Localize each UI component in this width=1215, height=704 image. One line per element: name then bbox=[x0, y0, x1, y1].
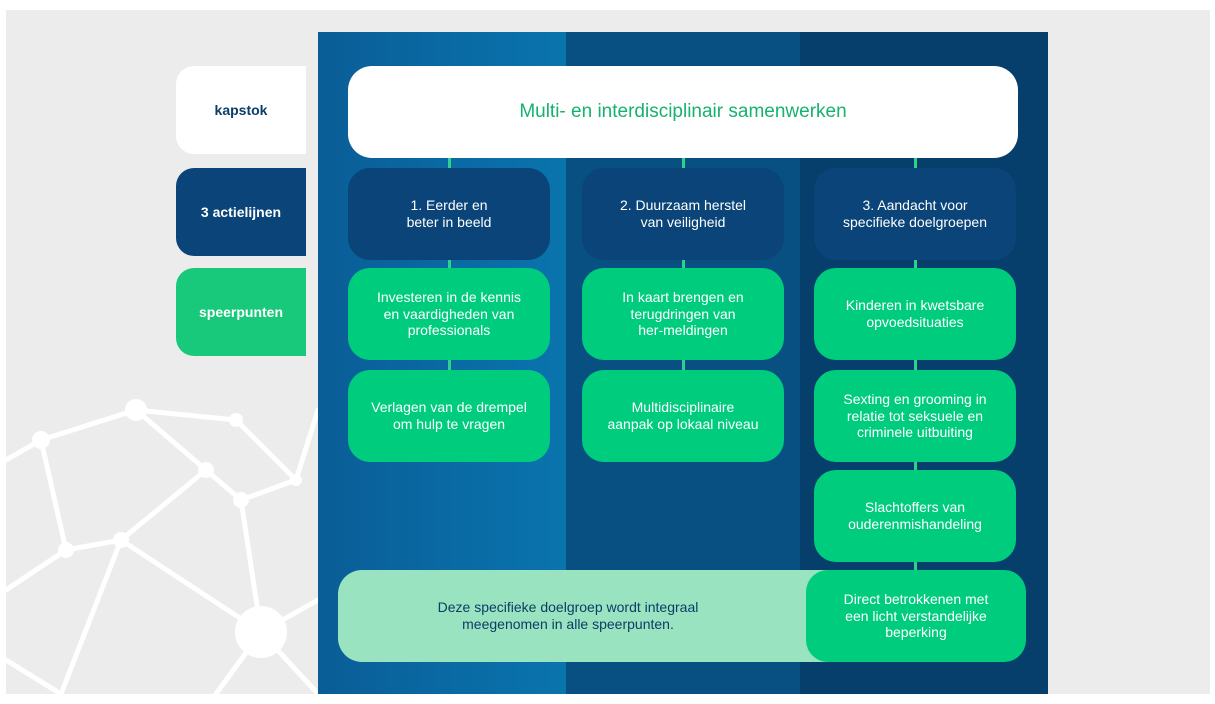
side-label-speerpunten-text: speerpunten bbox=[198, 304, 283, 320]
connector bbox=[448, 260, 451, 270]
speerpunt-line: criminele uitbuiting bbox=[857, 424, 973, 441]
connector bbox=[914, 360, 917, 370]
diagram-page: kapstok 3 actielijnen speerpunten Multi-… bbox=[6, 10, 1210, 694]
speerpunt-line: her-meldingen bbox=[638, 322, 728, 339]
speerpunt-line: Slachtoffers van bbox=[864, 499, 966, 516]
actielijn-2-line: 2. Duurzaam herstel bbox=[619, 197, 747, 214]
band-line: meegenomen in alle speerpunten. bbox=[462, 616, 674, 632]
speerpunt-line: Multidisciplinaire bbox=[631, 399, 735, 416]
speerpunt-line: Direct betrokkenen met bbox=[843, 590, 989, 607]
speerpunt-line: In kaart brengen en bbox=[622, 288, 744, 305]
side-label-kapstok-text: kapstok bbox=[214, 102, 268, 118]
speerpunt-line: opvoedsituaties bbox=[866, 314, 964, 330]
connector bbox=[682, 260, 685, 270]
band-line: Deze specifieke doelgroep wordt integraa… bbox=[437, 599, 699, 616]
speerpunt-line: beperking bbox=[885, 624, 947, 641]
speerpunt-line: Investeren in de kennis bbox=[377, 288, 521, 305]
connector bbox=[914, 460, 917, 470]
speerpunt-line: Kinderen in kwetsbare bbox=[845, 297, 985, 314]
speerpunt-line: ouderenmishandeling bbox=[848, 516, 982, 532]
integraal-band: Deze specifieke doelgroep wordt integraa… bbox=[338, 570, 868, 662]
speerpunt-line: aanpak op lokaal niveau bbox=[607, 416, 759, 432]
kapstok-title: Multi- en interdisciplinair samenwerken bbox=[519, 100, 847, 122]
side-label-actielijnen: 3 actielijnen bbox=[176, 168, 306, 256]
side-label-actielijnen-text: 3 actielijnen bbox=[200, 204, 282, 220]
actielijn-1-line: beter in beeld bbox=[406, 214, 492, 230]
speerpunt-line: om hulp te vragen bbox=[392, 416, 506, 432]
connector bbox=[682, 360, 685, 370]
actielijn-3-line: 3. Aandacht voor bbox=[862, 197, 968, 214]
connector bbox=[682, 158, 685, 168]
speerpunt-line: relatie tot seksuele en bbox=[846, 407, 984, 424]
connector bbox=[914, 260, 917, 270]
connector bbox=[448, 158, 451, 168]
connector bbox=[448, 360, 451, 370]
speerpunt-line: terugdringen van bbox=[630, 305, 736, 322]
speerpunt-line: en vaardigheden van bbox=[383, 305, 515, 322]
kapstok-box: Multi- en interdisciplinair samenwerken bbox=[348, 66, 1018, 158]
speerpunt-line: een licht verstandelijke bbox=[845, 607, 987, 624]
side-label-speerpunten: speerpunten bbox=[176, 268, 306, 356]
connector bbox=[914, 560, 917, 570]
side-label-kapstok: kapstok bbox=[176, 66, 306, 154]
speerpunt-line: Sexting en grooming in bbox=[843, 390, 987, 407]
speerpunt-line: Verlagen van de drempel bbox=[371, 399, 527, 416]
actielijn-3-line: specifieke doelgroepen bbox=[843, 214, 987, 230]
speerpunt-line: professionals bbox=[407, 322, 491, 339]
actielijn-1-line: 1. Eerder en bbox=[410, 197, 488, 214]
network-decoration bbox=[6, 399, 321, 694]
actielijn-2-line: van veiligheid bbox=[640, 214, 726, 230]
connector bbox=[914, 158, 917, 168]
